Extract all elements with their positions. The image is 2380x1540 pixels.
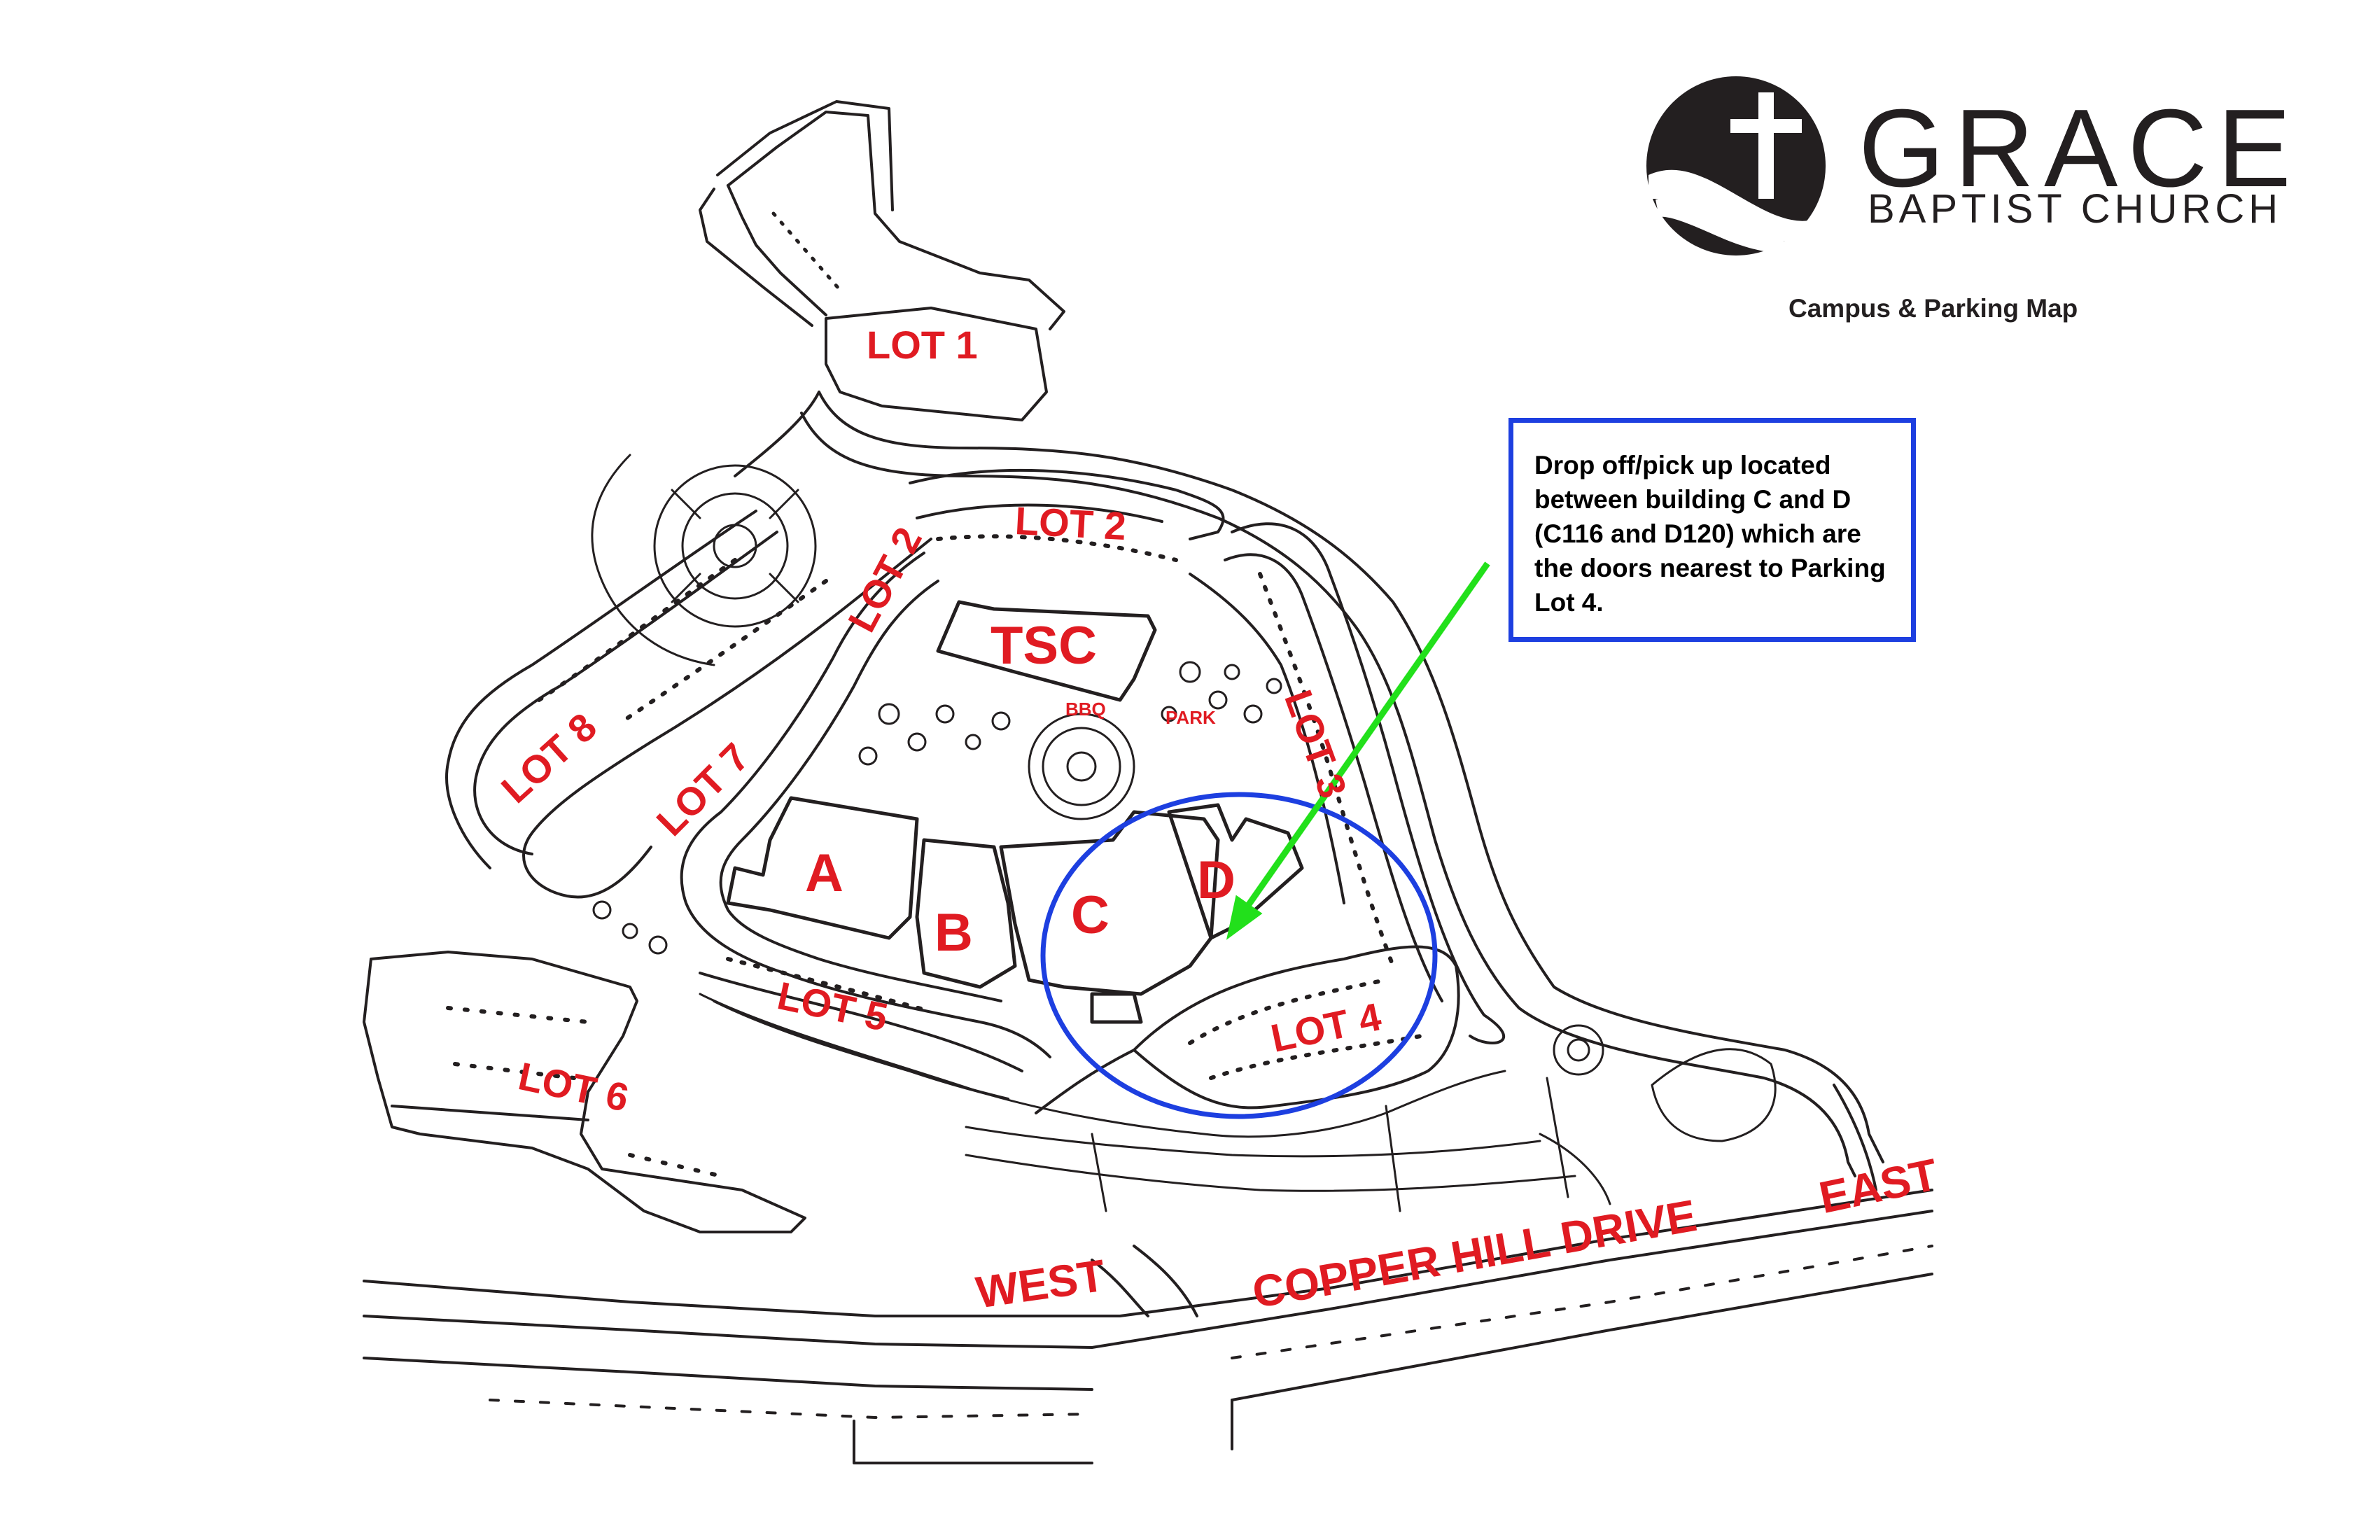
driveways xyxy=(1091,1084,1877,1317)
dropoff-note-text: Drop off/pick up located between buildin… xyxy=(1534,451,1886,617)
dropoff-highlight-circle xyxy=(1040,792,1438,1119)
lot1-outline xyxy=(825,307,1048,421)
south-medians xyxy=(699,993,1777,1212)
park-trees xyxy=(592,661,1282,955)
lot6-outline xyxy=(363,951,806,1233)
logo-baptist-church-text: BAPTIST CHURCH xyxy=(1868,186,2283,232)
building-c-outline xyxy=(999,810,1220,996)
building-c-label: C xyxy=(1071,886,1110,945)
logo-grace-text: GRACE xyxy=(1858,87,2301,210)
inner-loop-road xyxy=(680,552,1051,1058)
lot4-outline xyxy=(1035,945,1460,1114)
building-d-label: D xyxy=(1197,850,1236,910)
dropoff-arrow xyxy=(1226,561,1490,940)
building-b-outline xyxy=(915,838,1017,989)
building-tsc-label: TSC xyxy=(990,616,1097,676)
lot3-road xyxy=(1189,522,1505,1044)
building-a-outline xyxy=(726,796,919,940)
bbq-label: BBQ xyxy=(1065,699,1106,720)
lot1-access-road xyxy=(699,100,1065,330)
building-tsc-outline xyxy=(936,600,1157,702)
pavilion xyxy=(1090,992,1143,1024)
dropoff-note-box: Drop off/pick up located between buildin… xyxy=(1508,418,1916,642)
map-title: Campus & Parking Map xyxy=(1788,294,2078,323)
lot7-lot8-arms xyxy=(445,510,862,899)
amphitheater xyxy=(591,454,817,666)
building-a-label: A xyxy=(805,844,844,903)
lot-2-label: LOT 2 xyxy=(1014,498,1128,549)
copper-hill-drive-lines xyxy=(363,1189,1933,1464)
buildings xyxy=(726,600,1304,1024)
lot-1-label: LOT 1 xyxy=(867,323,978,367)
lot2-road xyxy=(860,468,1225,596)
cross-logo-mark xyxy=(1646,76,1826,255)
building-d-outline xyxy=(1167,803,1304,940)
park-label: PARK xyxy=(1166,707,1216,728)
courtyard-fountain xyxy=(1028,713,1135,820)
building-b-label: B xyxy=(934,903,973,962)
